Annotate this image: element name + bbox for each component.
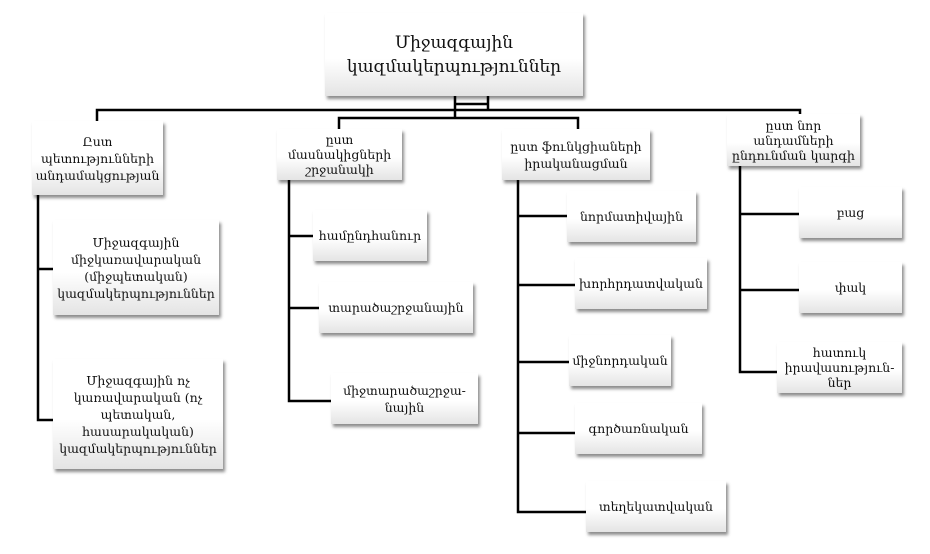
node-regional: տարածաշրջանային: [319, 282, 473, 333]
root-node: Միջազգային կազմակերպություններ: [325, 13, 583, 96]
node-closed: փակ: [799, 262, 902, 313]
category-scope: ըստ մասնակիցների շրջանակի: [277, 129, 402, 180]
node-operational: գործառնական: [575, 403, 702, 454]
node-interregional: միջտարածաշրջա- նային: [331, 373, 478, 424]
node-informational: տեղեկատվական: [586, 481, 726, 532]
node-normative: նորմատիվային: [567, 191, 696, 242]
category-functions: ըստ ֆունկցիաների իրականացման: [502, 129, 650, 180]
node-special-powers: հատուկ իրավասություն- ներ: [777, 342, 902, 393]
node-nongovernmental: Միջազգային ոչ կառավարական (ոչ պետական, հ…: [53, 359, 223, 469]
category-admission: ըստ նոր անդամների ընդունման կարգի: [727, 114, 860, 166]
category-membership: Ըստ պետությունների անդամակցության: [32, 121, 163, 195]
node-mediating: միջնորդական: [569, 335, 671, 386]
node-open: բաց: [799, 187, 902, 238]
node-advisory: խորհրդատվական: [575, 258, 707, 309]
node-universal: համընդհանուր: [313, 210, 427, 261]
node-intergovernmental: Միջազգային միջկառավարական (միջպետական) կ…: [53, 220, 219, 315]
